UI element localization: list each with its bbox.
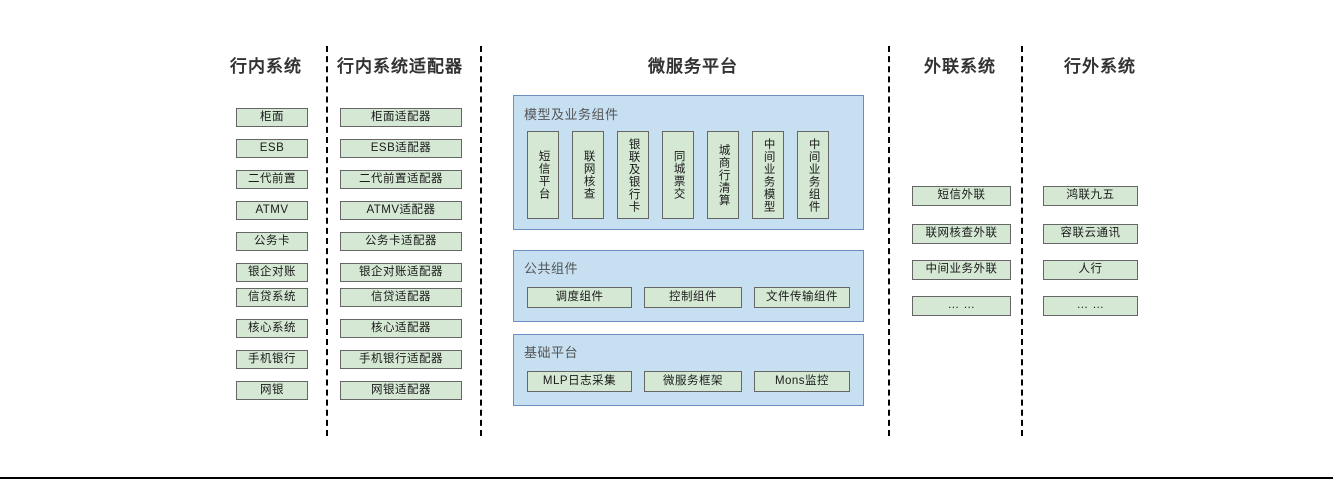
node-in-bank-adapter[interactable]: 二代前置适配器 <box>340 170 462 189</box>
node-in-bank-system[interactable]: ATMV <box>236 201 308 220</box>
node-external-link-system[interactable]: 短信外联 <box>912 186 1011 206</box>
node-off-bank-system[interactable]: 鸿联九五 <box>1043 186 1138 206</box>
node-in-bank-adapter[interactable]: 公务卡适配器 <box>340 232 462 251</box>
node-model-component[interactable]: 银联及银行卡 <box>617 131 649 219</box>
page-bottom-rule <box>0 477 1333 479</box>
node-model-component[interactable]: 同城票交 <box>662 131 694 219</box>
panel-public-components <box>513 250 864 322</box>
divider-1 <box>326 46 328 436</box>
column-title-in-bank-systems: 行内系统 <box>230 57 302 76</box>
column-title-external-link-systems: 外联系统 <box>924 57 996 76</box>
node-external-link-system[interactable]: 中间业务外联 <box>912 260 1011 280</box>
node-in-bank-adapter[interactable]: 柜面适配器 <box>340 108 462 127</box>
node-model-component[interactable]: 短信平台 <box>527 131 559 219</box>
node-base-platform-component[interactable]: MLP日志采集 <box>527 371 632 392</box>
column-title-microservice-platform: 微服务平台 <box>648 57 738 76</box>
node-in-bank-adapter[interactable]: ATMV适配器 <box>340 201 462 220</box>
column-title-in-bank-adapters: 行内系统适配器 <box>337 57 463 76</box>
node-in-bank-system[interactable]: 柜面 <box>236 108 308 127</box>
node-in-bank-system[interactable]: 核心系统 <box>236 319 308 338</box>
node-in-bank-adapter[interactable]: 信贷适配器 <box>340 288 462 307</box>
node-external-link-system[interactable]: … … <box>912 296 1011 316</box>
node-public-component[interactable]: 调度组件 <box>527 287 632 308</box>
node-in-bank-system[interactable]: 二代前置 <box>236 170 308 189</box>
column-title-off-bank-systems: 行外系统 <box>1064 57 1136 76</box>
node-in-bank-adapter[interactable]: 手机银行适配器 <box>340 350 462 369</box>
node-in-bank-adapter[interactable]: ESB适配器 <box>340 139 462 158</box>
node-base-platform-component[interactable]: Mons监控 <box>754 371 850 392</box>
panel-label-public-components: 公共组件 <box>524 261 579 276</box>
node-off-bank-system[interactable]: … … <box>1043 296 1138 316</box>
node-in-bank-adapter[interactable]: 银企对账适配器 <box>340 263 462 282</box>
node-in-bank-adapter[interactable]: 核心适配器 <box>340 319 462 338</box>
node-in-bank-system[interactable]: 网银 <box>236 381 308 400</box>
node-public-component[interactable]: 控制组件 <box>644 287 742 308</box>
node-in-bank-system[interactable]: 公务卡 <box>236 232 308 251</box>
node-in-bank-system[interactable]: ESB <box>236 139 308 158</box>
panel-label-base-platform: 基础平台 <box>524 345 579 360</box>
node-external-link-system[interactable]: 联网核查外联 <box>912 224 1011 244</box>
node-public-component[interactable]: 文件传输组件 <box>754 287 850 308</box>
node-model-component[interactable]: 中间业务模型 <box>752 131 784 219</box>
panel-base-platform <box>513 334 864 406</box>
node-off-bank-system[interactable]: 人行 <box>1043 260 1138 280</box>
node-in-bank-system[interactable]: 手机银行 <box>236 350 308 369</box>
node-model-component[interactable]: 联网核查 <box>572 131 604 219</box>
node-model-component[interactable]: 中间业务组件 <box>797 131 829 219</box>
divider-3 <box>888 46 890 436</box>
node-in-bank-system[interactable]: 信贷系统 <box>236 288 308 307</box>
node-in-bank-adapter[interactable]: 网银适配器 <box>340 381 462 400</box>
node-model-component[interactable]: 城商行清算 <box>707 131 739 219</box>
node-in-bank-system[interactable]: 银企对账 <box>236 263 308 282</box>
node-base-platform-component[interactable]: 微服务框架 <box>644 371 742 392</box>
panel-label-model-business-components: 模型及业务组件 <box>524 107 619 122</box>
node-off-bank-system[interactable]: 容联云通讯 <box>1043 224 1138 244</box>
divider-4 <box>1021 46 1023 436</box>
divider-2 <box>480 46 482 436</box>
